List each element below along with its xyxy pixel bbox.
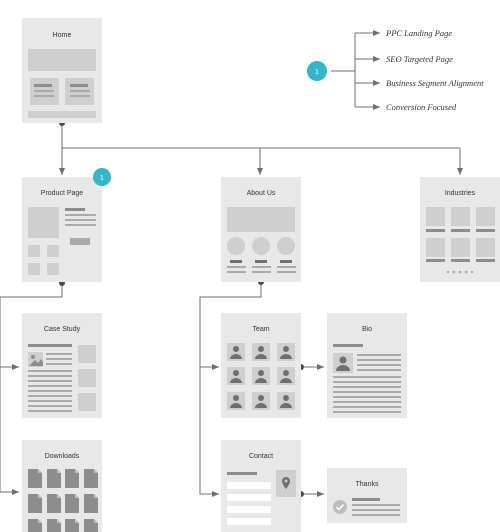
arrow-to-contact [199, 367, 219, 497]
file-icon [84, 494, 98, 513]
file-icon [28, 494, 42, 513]
thanks-card[interactable]: Thanks [327, 468, 407, 523]
form-field [227, 494, 271, 501]
about-us-title: About Us [247, 190, 276, 197]
annotation-item: Conversion Focused [386, 102, 457, 112]
about-us-card[interactable]: About Us [221, 177, 301, 282]
bio-card[interactable]: Bio [327, 313, 407, 418]
hero-placeholder [28, 49, 96, 71]
contact-title: Contact [249, 453, 273, 460]
annotation-item: SEO Targeted Page [386, 54, 453, 64]
form-field [227, 506, 271, 513]
case-study-title: Case Study [44, 326, 81, 333]
bio-title: Bio [362, 326, 372, 333]
industries-title: Industries [445, 190, 476, 197]
file-icon [65, 469, 79, 488]
thanks-title: Thanks [356, 481, 379, 488]
arrow-to-downloads [0, 367, 19, 495]
about-hero-placeholder [227, 207, 295, 232]
file-icon [65, 494, 79, 513]
file-icon [28, 469, 42, 488]
team-title: Team [252, 326, 269, 333]
check-icon [333, 500, 347, 514]
form-field [227, 518, 271, 525]
connectors [0, 30, 463, 497]
arrow-to-case-study [0, 283, 63, 370]
annotation-badge: 1 [307, 61, 327, 81]
file-icon [47, 494, 61, 513]
case-study-card[interactable]: Case Study [22, 313, 102, 418]
file-icon [47, 469, 61, 488]
map-pin-icon [282, 477, 290, 489]
pagination-dots [446, 270, 474, 274]
annotation-item: Business Segment Alignment [386, 78, 484, 88]
document-icons [28, 469, 98, 532]
annotation-list: PPC Landing Page SEO Targeted Page Busin… [385, 28, 484, 112]
arrow-to-team [199, 282, 262, 370]
contact-card[interactable]: Contact [221, 440, 301, 532]
product-badge-number: 1 [100, 175, 104, 182]
annotation-item: PPC Landing Page [385, 28, 452, 38]
product-badge: 1 [93, 168, 111, 186]
annotation-badge-number: 1 [315, 69, 319, 76]
product-image-placeholder [28, 207, 59, 238]
form-field [227, 482, 271, 489]
product-page-card[interactable]: Product Page [22, 177, 102, 282]
product-page-title: Product Page [41, 190, 84, 197]
team-card[interactable]: Team [221, 313, 301, 418]
home-title: Home [53, 32, 72, 39]
industries-card[interactable]: Industries [420, 177, 500, 282]
home-card[interactable]: Home [22, 18, 102, 123]
downloads-card[interactable]: Downloads [22, 440, 102, 532]
file-icon [84, 469, 98, 488]
downloads-title: Downloads [45, 453, 80, 460]
product-button-placeholder [70, 238, 90, 245]
team-avatars [227, 343, 295, 410]
